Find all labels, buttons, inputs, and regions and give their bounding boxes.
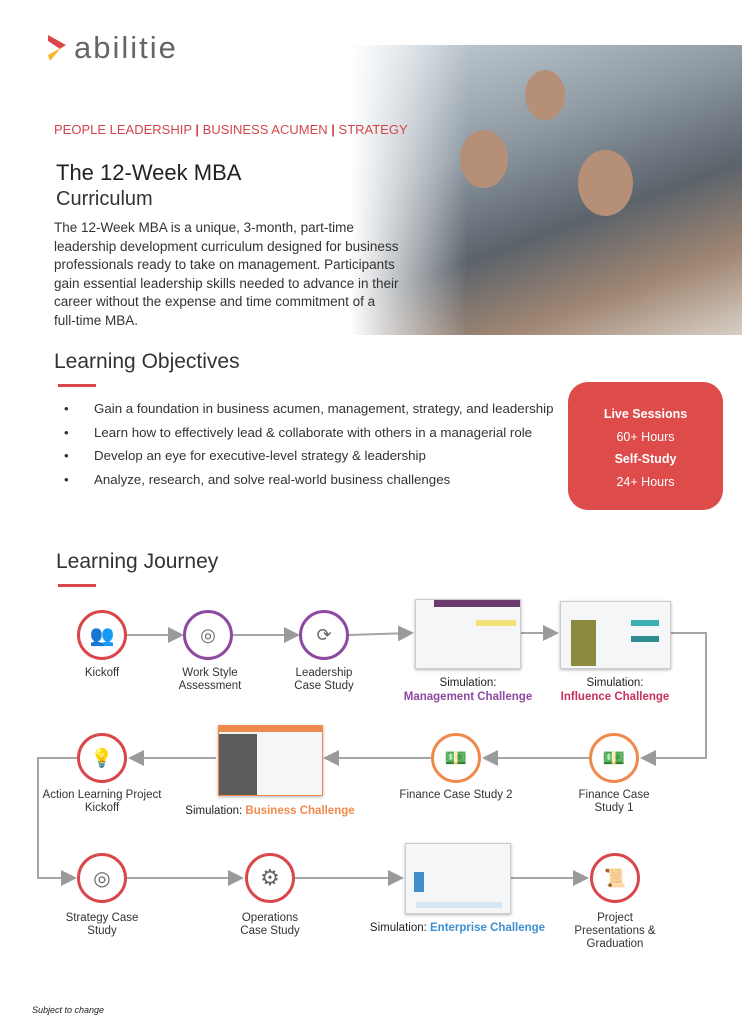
page-subtitle: Curriculum [56,188,153,210]
node-label: Finance Case Study 2 [399,789,513,801]
journey-heading: Learning Journey [56,550,219,573]
target-icon: ◎ [93,867,111,890]
list-item: Gain a foundation in business acumen, ma… [64,400,564,417]
list-item: Develop an eye for executive-level strat… [64,447,564,464]
logo-text: abilitie [74,30,178,65]
people-cycle-icon: ⟳ [316,624,332,645]
sim-label-influence: Simulation:Influence Challenge [560,677,670,703]
topic-tags: PEOPLE LEADERSHIP | BUSINESS ACUMEN | ST… [54,122,408,137]
assessment-icon: ◎ [200,624,216,645]
influence-sim-screenshot [560,601,671,669]
finance-1-node: 💵 [589,733,639,783]
strategy-node: ◎ [77,853,127,903]
objectives-heading: Learning Objectives [54,350,240,373]
finance-2-node: 💵 [431,733,481,783]
list-item: Analyze, research, and solve real-world … [64,471,564,488]
money-icon: 💵 [602,747,626,768]
operations-node: ⚙ [245,853,295,903]
objectives-list: Gain a foundation in business acumen, ma… [64,400,564,494]
business-sim-screenshot [218,725,323,796]
page-title: The 12-Week MBA [56,160,242,185]
leadership-node: ⟳ [299,610,349,660]
certificate-icon: 📜 [603,867,627,888]
lightbulb-icon: 💡 [90,747,114,768]
node-label: Project Presentations & Graduation [574,912,656,950]
money-icon: 💵 [444,747,468,768]
node-label: Operations Case Study [240,912,300,937]
list-item: Learn how to effectively lead & collabor… [64,424,564,441]
intro-paragraph: The 12-Week MBA is a unique, 3-month, pa… [54,220,399,328]
node-label: Kickoff [84,667,120,679]
sim-label-management: Simulation:Management Challenge [403,677,533,703]
management-sim-screenshot [415,599,521,669]
team-icon: 👥 [89,624,115,647]
sim-label-business: Simulation: Business Challenge [185,805,355,817]
node-label: Finance Case Study 1 [578,789,650,814]
action-learning-node: 💡 [77,733,127,783]
gear-icon: ⚙ [260,865,280,890]
footer-note: Subject to change [32,1005,105,1015]
node-label: Strategy Case Study [65,912,139,937]
heading-rule [58,584,96,587]
hero-photo [350,45,742,335]
heading-rule [58,384,96,387]
enterprise-sim-screenshot [405,843,511,914]
logo-chevron-icon [48,35,66,61]
kickoff-node: 👥 [77,610,127,660]
work-style-node: ◎ [183,610,233,660]
node-label: Work Style Assessment [178,667,242,692]
abilitie-logo: abilitie [46,30,178,66]
sim-label-enterprise: Simulation: Enterprise Challenge [369,922,546,934]
graduation-node: 📜 [590,853,640,903]
node-label: Leadership Case Study [294,667,354,692]
node-label: Action Learning Project Kickoff [42,789,162,814]
